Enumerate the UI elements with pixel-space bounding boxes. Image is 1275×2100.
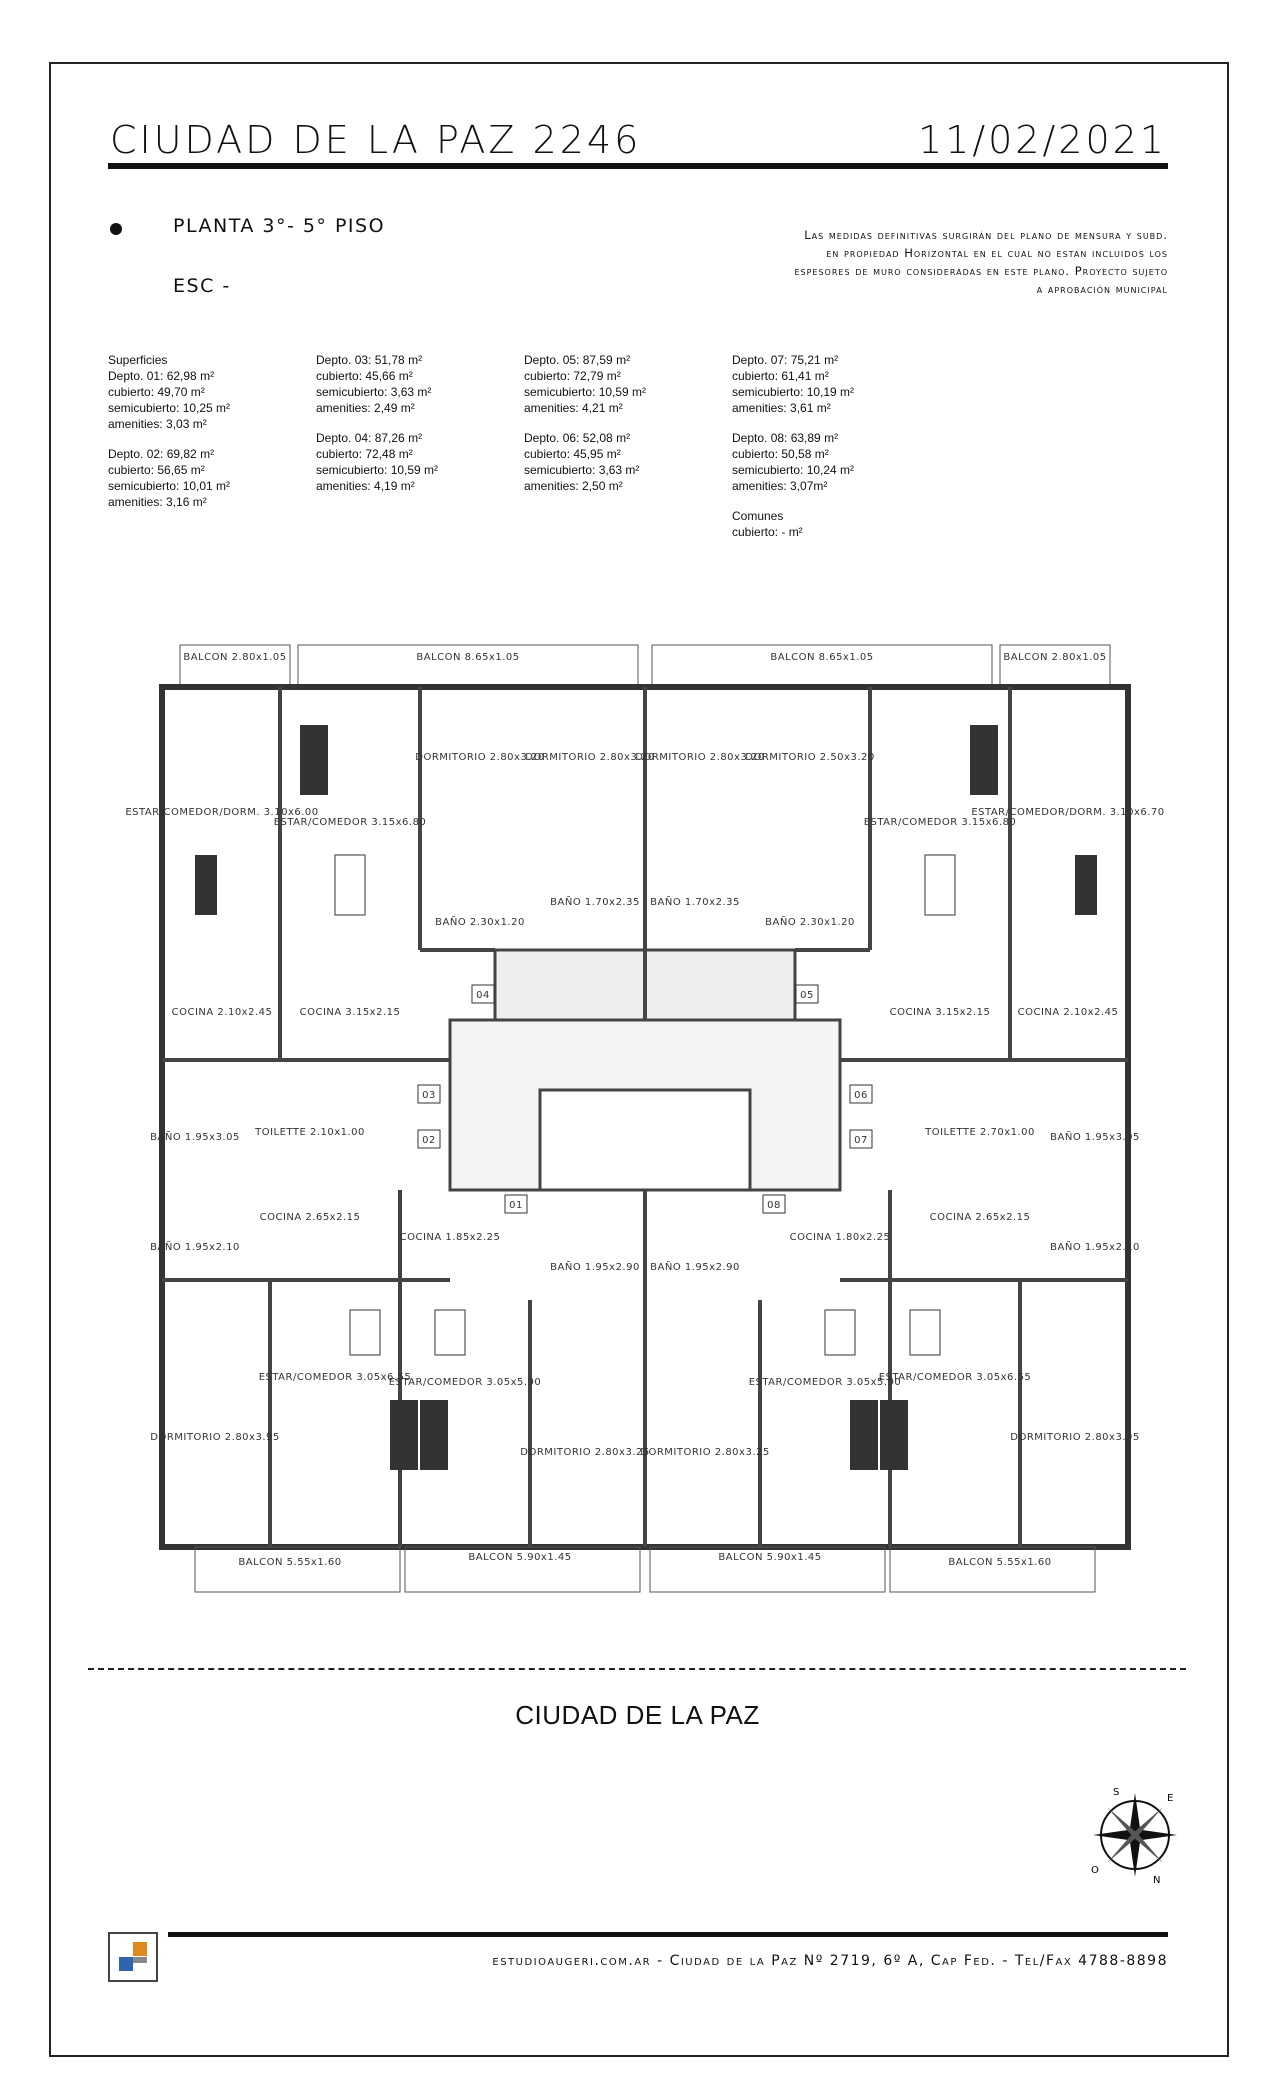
balcon-bottom-1: BALCON 5.55x1.60 bbox=[238, 1557, 341, 1568]
balcon-top-2: BALCON 8.65x1.05 bbox=[416, 652, 519, 663]
room-top-5: DORMITORIO 2.80x3.20 bbox=[635, 752, 764, 763]
scale-label: ESC - bbox=[173, 275, 231, 297]
superficies-col-2: Depto. 03: 51,78 m² cubierto: 45,66 m² s… bbox=[316, 353, 439, 493]
unit-tag-08: 08 bbox=[767, 1200, 781, 1211]
compass-icon: S E N O bbox=[1091, 1787, 1177, 1886]
superficies-col-1: Superficies Depto. 01: 62,98 m² cubierto… bbox=[108, 353, 231, 509]
unit-tag-04: 04 bbox=[476, 990, 490, 1001]
room-bottom-7: ESTAR/COMEDOR 3.05x6.55 bbox=[879, 1372, 1032, 1383]
room-low-5: COCINA 1.85x2.25 bbox=[400, 1232, 501, 1243]
page-title: CIUDAD DE LA PAZ 2246 bbox=[110, 118, 642, 162]
room-top-7: ESTAR/COMEDOR 3.15x6.80 bbox=[864, 817, 1017, 828]
disclaimer-note: Las medidas definitivas surgirán del pla… bbox=[794, 228, 1168, 296]
unit-tag-02: 02 bbox=[422, 1135, 436, 1146]
room-low-2: BAÑO 1.95x3.05 bbox=[150, 1130, 240, 1143]
compass-letter-n: N bbox=[1153, 1875, 1160, 1886]
balcon-top-1: BALCON 2.80x1.05 bbox=[183, 652, 286, 663]
floor-label: PLANTA 3°- 5° PISO bbox=[173, 215, 386, 237]
studio-logo bbox=[108, 1932, 158, 1982]
superficies-col-4: Depto. 07: 75,21 m² cubierto: 61,41 m² s… bbox=[732, 353, 855, 539]
room-top-6: DORMITORIO 2.50x3.20 bbox=[745, 752, 874, 763]
unit-tag-07: 07 bbox=[854, 1135, 868, 1146]
unit-tag-01: 01 bbox=[509, 1200, 523, 1211]
room-low-7: BAÑO 1.95x2.90 bbox=[650, 1260, 740, 1273]
room-top-4: DORMITORIO 2.80x3.20 bbox=[525, 752, 654, 763]
room-mid-8: COCINA 2.10x2.45 bbox=[1018, 1007, 1119, 1018]
room-mid-1: COCINA 2.10x2.45 bbox=[172, 1007, 273, 1018]
bullet-icon bbox=[110, 223, 122, 235]
room-bottom-4: DORMITORIO 2.80x3.25 bbox=[520, 1447, 649, 1458]
header-rule bbox=[108, 163, 1168, 169]
room-mid-7: COCINA 3.15x2.15 bbox=[890, 1007, 991, 1018]
room-top-8: ESTAR/COMEDOR/DORM. 3.10x6.70 bbox=[971, 807, 1164, 818]
room-bottom-6: ESTAR/COMEDOR 3.05x5.90 bbox=[749, 1377, 902, 1388]
unit-tag-05: 05 bbox=[800, 990, 814, 1001]
room-bottom-5: DORMITORIO 2.80x3.25 bbox=[640, 1447, 769, 1458]
room-top-1: ESTAR/COMEDOR/DORM. 3.10x6.00 bbox=[125, 807, 318, 818]
room-mid-4: BAÑO 1.70x2.35 bbox=[550, 895, 640, 908]
street-line bbox=[88, 1668, 1186, 1670]
balcon-bottom-3: BALCON 5.90x1.45 bbox=[718, 1552, 821, 1563]
street-name: CIUDAD DE LA PAZ bbox=[515, 1700, 760, 1730]
compass-letter-s: S bbox=[1113, 1787, 1119, 1798]
unit-tags: 01 02 03 04 05 06 07 08 bbox=[417, 984, 873, 1214]
room-top-3: DORMITORIO 2.80x3.20 bbox=[415, 752, 544, 763]
room-bottom-1: DORMITORIO 2.80x3.95 bbox=[150, 1432, 279, 1443]
room-mid-5: BAÑO 1.70x2.35 bbox=[650, 895, 740, 908]
unit-tag-06: 06 bbox=[854, 1090, 868, 1101]
room-low-4: BAÑO 1.95x2.10 bbox=[150, 1240, 240, 1253]
tables bbox=[334, 854, 956, 1356]
room-low-1: TOILETTE 2.10x1.00 bbox=[254, 1127, 365, 1138]
room-bottom-8: DORMITORIO 2.80x3.95 bbox=[1010, 1432, 1139, 1443]
page-frame bbox=[49, 62, 1229, 2057]
balcon-bottom-2: BALCON 5.90x1.45 bbox=[468, 1552, 571, 1563]
compass-letter-e: E bbox=[1167, 1793, 1173, 1804]
room-top-2: ESTAR/COMEDOR 3.15x6.80 bbox=[274, 817, 427, 828]
room-low-10: BAÑO 1.95x3.05 bbox=[1050, 1130, 1140, 1143]
plan-date: 11/02/2021 bbox=[917, 118, 1167, 162]
room-bottom-3: ESTAR/COMEDOR 3.05x5.90 bbox=[389, 1377, 542, 1388]
floor-plan: BALCON 2.80x1.05 BALCON 8.65x1.05 BALCON… bbox=[125, 644, 1164, 1593]
room-low-11: COCINA 2.65x2.15 bbox=[930, 1212, 1031, 1223]
superficies-col-3: Depto. 05: 87,59 m² cubierto: 72,79 m² s… bbox=[524, 353, 647, 493]
top-balconies bbox=[179, 644, 1111, 688]
furniture bbox=[195, 725, 1097, 1470]
superficies-heading: Superficies bbox=[108, 353, 168, 367]
balcon-top-3: BALCON 8.65x1.05 bbox=[770, 652, 873, 663]
room-low-8: COCINA 1.80x2.25 bbox=[790, 1232, 891, 1243]
unit-tag-03: 03 bbox=[422, 1090, 436, 1101]
interior-walls bbox=[162, 687, 1128, 1547]
room-mid-2: COCINA 3.15x2.15 bbox=[300, 1007, 401, 1018]
room-low-9: TOILETTE 2.70x1.00 bbox=[924, 1127, 1035, 1138]
balcon-bottom-4: BALCON 5.55x1.60 bbox=[948, 1557, 1051, 1568]
room-mid-6: BAÑO 2.30x1.20 bbox=[765, 915, 855, 928]
balcon-top-4: BALCON 2.80x1.05 bbox=[1003, 652, 1106, 663]
footer-rule bbox=[168, 1932, 1168, 1937]
room-low-6: BAÑO 1.95x2.90 bbox=[550, 1260, 640, 1273]
room-bottom-2: ESTAR/COMEDOR 3.05x6.55 bbox=[259, 1372, 412, 1383]
room-low-3: COCINA 2.65x2.15 bbox=[260, 1212, 361, 1223]
compass-letter-o: O bbox=[1091, 1865, 1099, 1876]
footer-text: estudioaugeri.com.ar - Ciudad de la Paz … bbox=[492, 1953, 1168, 1969]
bottom-balconies bbox=[194, 1546, 1096, 1593]
room-low-12: BAÑO 1.95x2.10 bbox=[1050, 1240, 1140, 1253]
room-mid-3: BAÑO 2.30x1.20 bbox=[435, 915, 525, 928]
core bbox=[448, 948, 842, 1192]
logo-icon bbox=[119, 1942, 147, 1971]
